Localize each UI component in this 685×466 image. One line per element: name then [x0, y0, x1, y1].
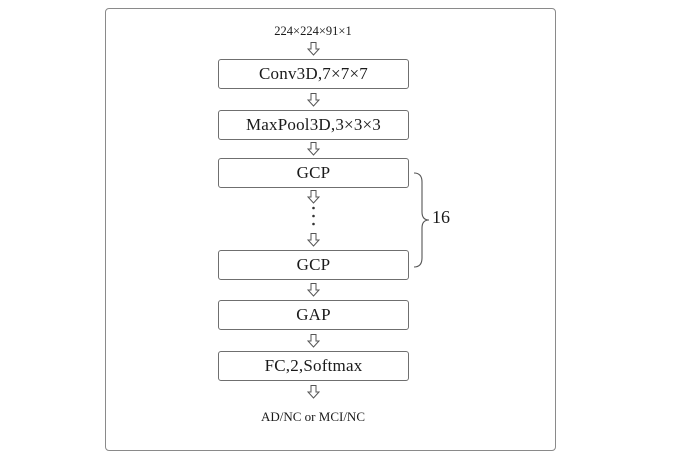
gcp-block-first: GCP	[218, 158, 409, 188]
down-arrow-icon	[307, 190, 320, 204]
down-arrow-icon	[307, 283, 320, 297]
down-arrow-icon	[307, 93, 320, 107]
conv3d-block: Conv3D,7×7×7	[218, 59, 409, 89]
output-classes-label: AD/NC or MCI/NC	[260, 409, 365, 424]
repeat-count-label: 16	[432, 207, 450, 227]
maxpool3d-block: MaxPool3D,3×3×3	[218, 110, 409, 140]
input-shape-label: 224×224×91×1	[274, 24, 352, 38]
gap-block: GAP	[218, 300, 409, 330]
gcp-block-last: GCP	[218, 250, 409, 280]
down-arrow-icon	[307, 233, 320, 247]
right-brace-icon	[413, 172, 430, 268]
vertical-ellipsis-icon	[312, 206, 315, 226]
down-arrow-icon	[307, 385, 320, 399]
down-arrow-icon	[307, 334, 320, 348]
diagram-frame	[105, 8, 556, 451]
fc-softmax-block: FC,2,Softmax	[218, 351, 409, 381]
down-arrow-icon	[307, 142, 320, 156]
down-arrow-icon	[307, 42, 320, 56]
